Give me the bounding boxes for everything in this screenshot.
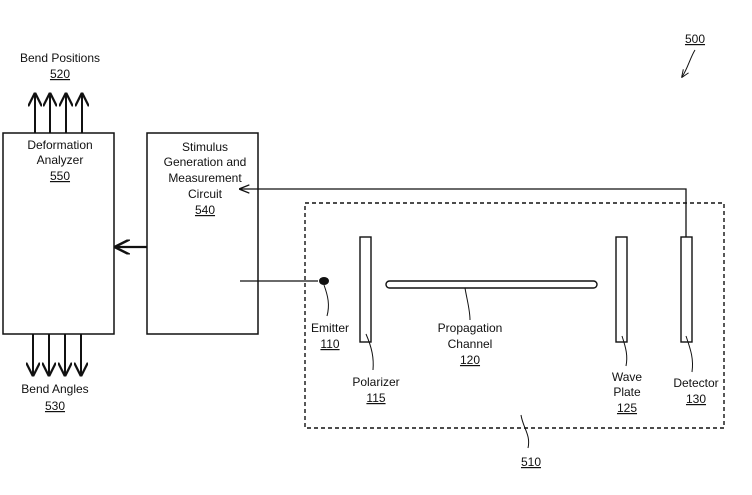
stimulus-circuit-line1: Stimulus bbox=[182, 140, 228, 154]
propagation-channel-line2: Channel bbox=[448, 337, 493, 351]
propagation-channel-leader bbox=[464, 287, 471, 321]
stimulus-circuit-line3: Measurement bbox=[168, 171, 242, 185]
stimulus-circuit-line4: Circuit bbox=[188, 187, 223, 201]
wave-plate-line2: Plate bbox=[613, 385, 641, 399]
bend-angles-ref: 530 bbox=[45, 399, 65, 413]
figure-ref-leader bbox=[682, 49, 696, 77]
stimulus-circuit-ref: 540 bbox=[195, 203, 215, 217]
figure-ref-label: 500 bbox=[685, 32, 705, 46]
propagation-channel-line1: Propagation bbox=[438, 321, 503, 335]
detector-ref: 130 bbox=[686, 392, 706, 406]
wave-plate-line1: Wave bbox=[612, 370, 643, 384]
deformation-analyzer-line2: Analyzer bbox=[37, 153, 84, 167]
wave-plate-leader bbox=[621, 335, 628, 367]
wave-plate-ref: 125 bbox=[617, 401, 637, 415]
bend-angles-label: Bend Angles bbox=[21, 382, 88, 396]
emitter-ref: 110 bbox=[320, 337, 339, 351]
detector-leader bbox=[685, 335, 693, 373]
stimulus-circuit-box bbox=[146, 132, 259, 335]
bend-positions-arrows bbox=[35, 94, 82, 133]
detector-shape bbox=[680, 236, 693, 343]
deformation-analyzer-line1: Deformation bbox=[27, 138, 92, 152]
bend-angles-arrows bbox=[33, 334, 81, 375]
propagation-channel-shape bbox=[385, 280, 598, 289]
emitter-leader bbox=[323, 284, 329, 317]
emitter-label: Emitter bbox=[311, 321, 349, 335]
polarizer-label: Polarizer bbox=[352, 375, 399, 389]
polarizer-shape bbox=[359, 236, 372, 343]
propagation-channel-ref: 120 bbox=[460, 353, 480, 367]
bend-positions-label: Bend Positions bbox=[20, 51, 100, 65]
polarizer-leader bbox=[365, 333, 374, 371]
polarizer-ref: 115 bbox=[366, 391, 385, 405]
deformation-analyzer-ref: 550 bbox=[50, 169, 70, 183]
detector-feedback-line bbox=[240, 189, 687, 237]
sensor-ref-leader bbox=[520, 414, 530, 449]
bend-positions-ref: 520 bbox=[50, 67, 70, 81]
stimulus-circuit-line2: Generation and bbox=[164, 155, 247, 169]
wave-plate-shape bbox=[615, 236, 628, 343]
sensor-ref: 510 bbox=[521, 455, 541, 469]
detector-label: Detector bbox=[673, 376, 718, 390]
deformation-analyzer-box bbox=[2, 132, 115, 335]
emitter-shape bbox=[319, 277, 329, 285]
